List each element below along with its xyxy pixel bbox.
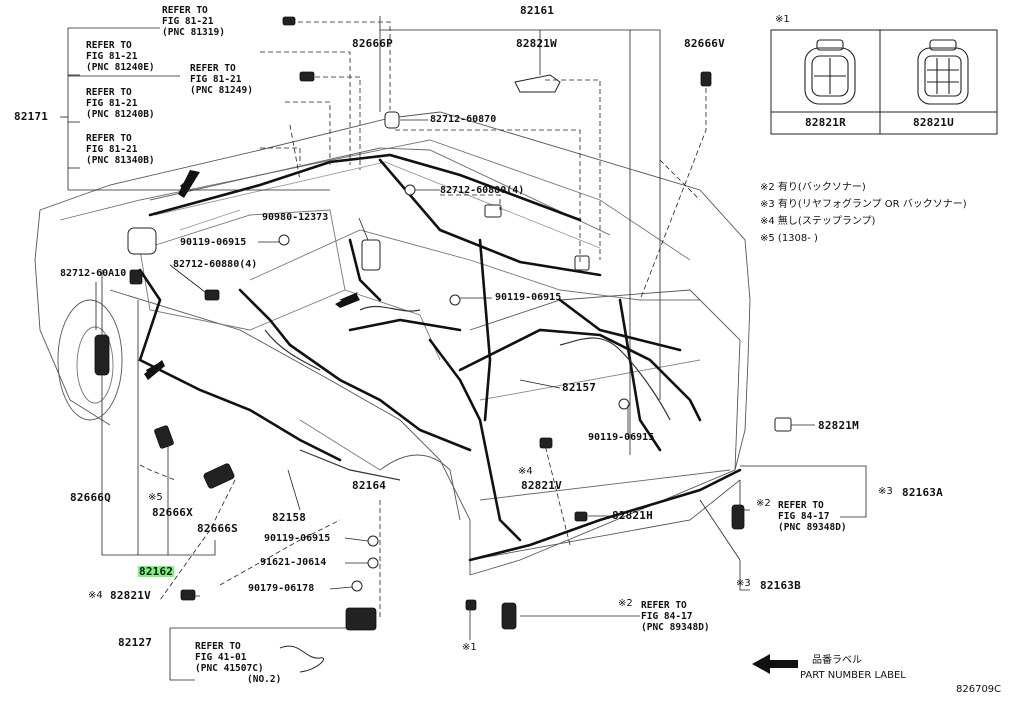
ref-pnc-81340b[interactable]: REFER TO FIG 81-21 (PNC 81340B) (86, 133, 155, 166)
ref-pnc-41507c[interactable]: REFER TO FIG 41-01 (PNC 41507C) (NO.2) (195, 641, 282, 685)
part-82821H[interactable]: 82821H (612, 509, 653, 522)
mark-2-b: ※2 (618, 598, 633, 609)
part-82666X[interactable]: 82666X (152, 506, 193, 519)
mark-2-a: ※2 (756, 498, 771, 509)
mark-3-a: ※3 (878, 486, 893, 497)
part-82821U[interactable]: 82821U (913, 116, 954, 129)
part-82712-60870[interactable]: 82712-60870 (430, 114, 497, 125)
mark-4-low: ※4 (88, 590, 103, 601)
part-82821V-mid[interactable]: 82821V (521, 479, 562, 492)
legend-label-jp: 品番ラベル (812, 655, 862, 666)
figure-id: 826709C (956, 684, 1002, 695)
part-90179-06178[interactable]: 90179-06178 (248, 583, 315, 594)
part-82821V-low[interactable]: 82821V (110, 589, 151, 602)
part-82171[interactable]: 82171 (14, 110, 49, 123)
ref-pnc-89348d-b[interactable]: REFER TO FIG 84-17 (PNC 89348D) (641, 600, 710, 633)
part-82161[interactable]: 82161 (520, 4, 555, 17)
ref-pnc-81240b[interactable]: REFER TO FIG 81-21 (PNC 81240B) (86, 87, 155, 120)
inset-mark: ※1 (775, 14, 790, 25)
mark-5: ※5 (148, 492, 163, 503)
part-82127[interactable]: 82127 (118, 636, 153, 649)
part-82821W[interactable]: 82821W (516, 37, 557, 50)
part-82158[interactable]: 82158 (272, 511, 307, 524)
legend-label-en: PART NUMBER LABEL (800, 670, 906, 681)
part-90980-12373[interactable]: 90980-12373 (262, 212, 329, 223)
part-82163A[interactable]: 82163A (902, 486, 943, 499)
note-3: ※3 有り(リヤフォグランプ OR バックソナー) (760, 199, 967, 210)
part-82164[interactable]: 82164 (352, 479, 387, 492)
part-82666S[interactable]: 82666S (197, 522, 238, 535)
part-90119-06915-b[interactable]: 90119-06915 (495, 292, 562, 303)
part-82666Q[interactable]: 82666Q (70, 491, 111, 504)
part-82821M[interactable]: 82821M (818, 419, 859, 432)
mark-3-b: ※3 (736, 578, 751, 589)
part-82821R[interactable]: 82821R (805, 116, 846, 129)
mark-4-mid: ※4 (518, 466, 533, 477)
mark-1: ※1 (462, 642, 477, 653)
ref-pnc-81249[interactable]: REFER TO FIG 81-21 (PNC 81249) (190, 63, 253, 96)
note-5: ※5 (1308- ) (760, 233, 818, 244)
part-82666P[interactable]: 82666P (352, 37, 393, 50)
part-82162[interactable]: 82162 (138, 565, 175, 578)
part-82666V[interactable]: 82666V (684, 37, 725, 50)
ref-pnc-81240e[interactable]: REFER TO FIG 81-21 (PNC 81240E) (86, 40, 155, 73)
part-90119-06915-c[interactable]: 90119-06915 (588, 432, 655, 443)
ref-pnc-81319[interactable]: REFER TO FIG 81-21 (PNC 81319) (162, 5, 225, 38)
note-2: ※2 有り(バックソナー) (760, 182, 866, 193)
ref-pnc-89348d-a[interactable]: REFER TO FIG 84-17 (PNC 89348D) (778, 500, 847, 533)
part-91621-J0614[interactable]: 91621-J0614 (260, 557, 327, 568)
part-82712-60880-top[interactable]: 82712-60880(4) (440, 185, 525, 196)
part-82712-60880-left[interactable]: 82712-60880(4) (173, 259, 258, 270)
part-90119-06915-d[interactable]: 90119-06915 (264, 533, 331, 544)
part-82163B[interactable]: 82163B (760, 579, 801, 592)
part-90119-06915-a[interactable]: 90119-06915 (180, 237, 247, 248)
part-82712-60A10[interactable]: 82712-60A10 (60, 268, 127, 279)
note-4: ※4 無し(ステップランプ) (760, 216, 876, 227)
part-82157[interactable]: 82157 (562, 381, 597, 394)
